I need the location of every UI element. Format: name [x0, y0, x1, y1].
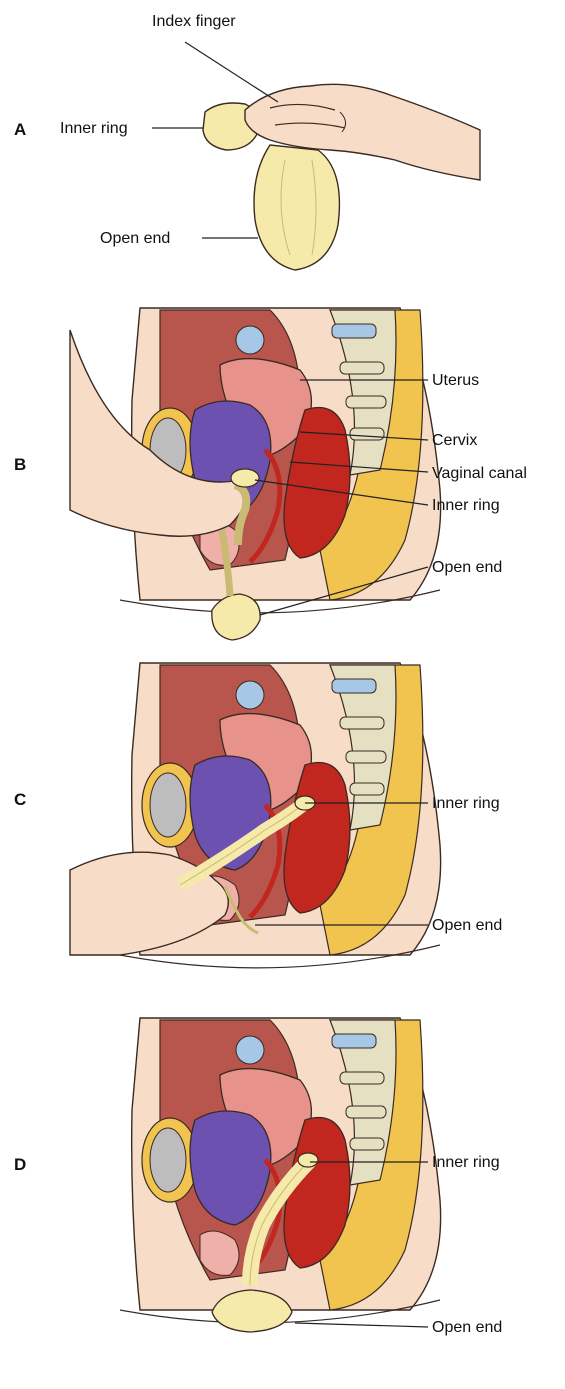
index-finger-leader — [185, 42, 278, 102]
panel-b-letter: B — [14, 455, 26, 474]
hand-holding-condom-illustration — [203, 84, 480, 270]
pelvic-anatomy-d — [120, 1018, 441, 1332]
pelvic-anatomy-b — [70, 308, 441, 640]
index-finger-label: Index finger — [152, 13, 236, 30]
open-end-d-label: Open end — [432, 1319, 502, 1336]
panel-b: B Uterus Cervix Vaginal canal Inner ring… — [14, 308, 527, 640]
inner-ring-b-label: Inner ring — [432, 497, 500, 514]
cervix-label: Cervix — [432, 432, 477, 449]
open-end-b-label: Open end — [432, 559, 502, 576]
inner-ring-a-label: Inner ring — [60, 120, 128, 137]
panel-a: A Index finger Inner ring Open end — [14, 13, 480, 270]
panel-d: D Inner ring Open end — [14, 1018, 502, 1336]
inner-ring-d-label: Inner ring — [432, 1154, 500, 1171]
vaginal-canal-label: Vaginal canal — [432, 465, 527, 482]
panel-c-letter: C — [14, 790, 26, 809]
panel-c: C Inner ring Open end — [14, 663, 502, 968]
open-end-a-label: Open end — [100, 230, 170, 247]
inner-ring-c-label: Inner ring — [432, 795, 500, 812]
panel-a-letter: A — [14, 120, 26, 139]
open-end-d-leader — [295, 1323, 428, 1327]
uterus-label: Uterus — [432, 372, 479, 389]
pelvic-anatomy-c — [70, 663, 441, 968]
panel-d-letter: D — [14, 1155, 26, 1174]
open-end-c-label: Open end — [432, 917, 502, 934]
